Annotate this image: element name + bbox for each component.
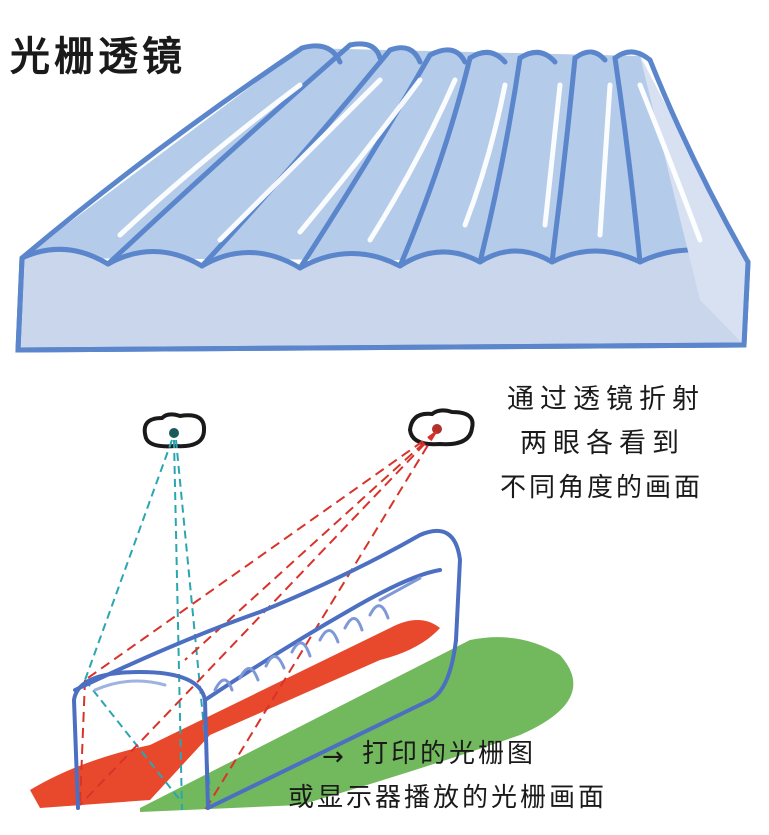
refraction-note: 通过透镜折射 两眼各看到 不同角度的画面	[500, 384, 705, 503]
note-line-2: 两眼各看到	[520, 428, 685, 459]
right-eye-icon	[410, 410, 473, 444]
grating-note-arrow: →	[322, 742, 347, 772]
grating-note-line-2: 或显示器播放的光栅画面	[288, 783, 607, 813]
title: 光栅透镜	[10, 34, 186, 80]
lenticular-lens-slab	[18, 44, 748, 350]
note-line-3: 不同角度的画面	[500, 473, 703, 503]
note-line-1: 通过透镜折射	[507, 384, 705, 415]
lens-front-face	[18, 249, 748, 350]
grating-note-line-1: 打印的光栅图	[362, 739, 536, 769]
